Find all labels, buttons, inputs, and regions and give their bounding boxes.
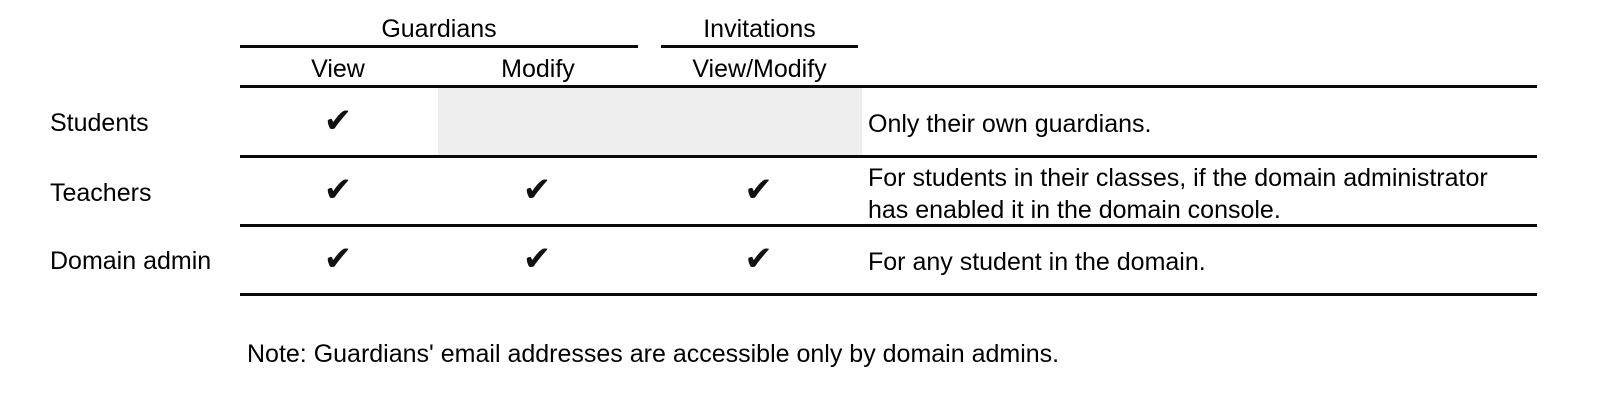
row-description-teachers: For students in their classes, if the do… — [868, 164, 1488, 224]
column-group-header-guardians: Guardians — [381, 15, 497, 43]
row-label-students: Students — [50, 109, 149, 137]
row-description-students: Only their own guardians. — [868, 110, 1152, 138]
row-label-teachers: Teachers — [50, 179, 152, 207]
column-header-invitations-view-modify: View/Modify — [692, 55, 827, 83]
column-header-guardians-view: View — [311, 55, 365, 83]
header-bottom-rule — [240, 85, 1537, 88]
column-header-guardians-modify: Modify — [501, 55, 575, 83]
row-label-domain-admin: Domain admin — [50, 247, 212, 275]
cell-students-not-applicable — [438, 88, 862, 155]
table-footnote: Note: Guardians' email addresses are acc… — [247, 340, 1060, 368]
spanner-rule-guardians — [240, 45, 638, 48]
checkmark-icon-domain-admin-invitations-view-modify: ✔ — [744, 239, 773, 279]
checkmark-icon-domain-admin-guardians-modify: ✔ — [522, 239, 552, 279]
checkmark-icon-teachers-invitations-view-modify: ✔ — [744, 170, 773, 210]
row-rule-after-students — [240, 155, 1537, 158]
checkmark-icon-domain-admin-guardians-view: ✔ — [323, 239, 353, 279]
spanner-rule-invitations — [661, 45, 858, 48]
checkmark-icon-teachers-guardians-modify: ✔ — [522, 170, 552, 210]
column-group-header-invitations: Invitations — [703, 15, 816, 43]
checkmark-icon-teachers-guardians-view: ✔ — [323, 170, 353, 210]
checkmark-icon-students-guardians-view: ✔ — [323, 101, 353, 141]
table-bottom-rule — [240, 293, 1537, 296]
row-rule-after-teachers — [240, 224, 1537, 227]
row-description-domain-admin: For any student in the domain. — [868, 248, 1206, 276]
